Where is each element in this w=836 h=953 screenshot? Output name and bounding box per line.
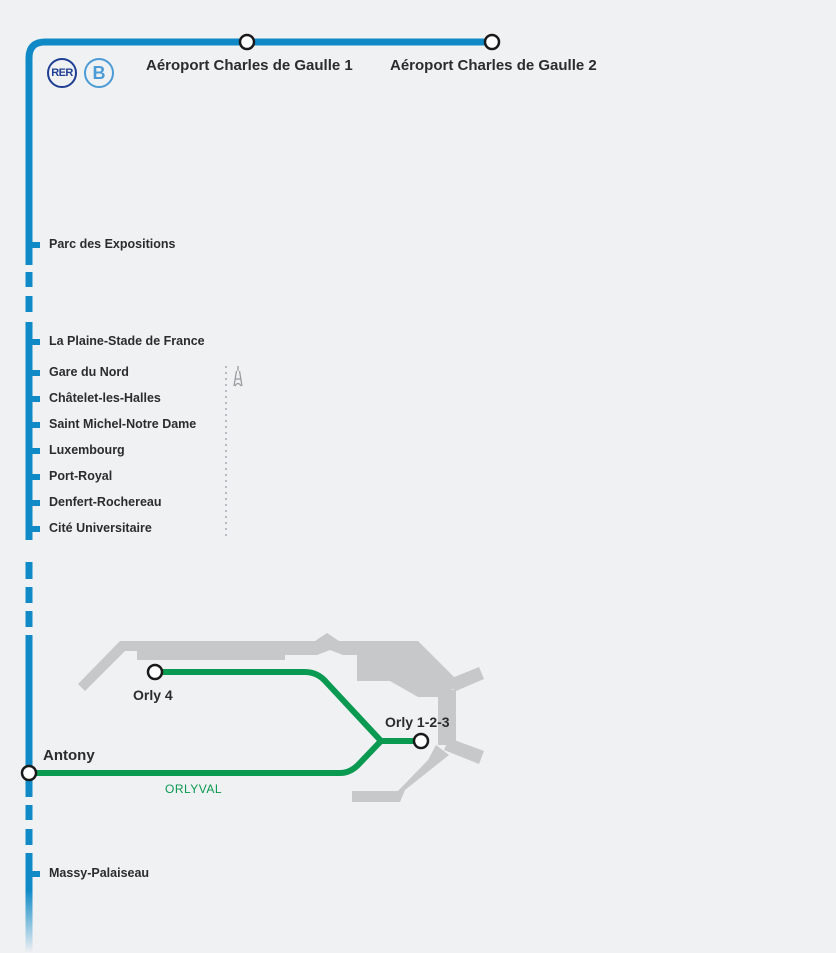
orly123-marker (412, 732, 430, 750)
antony-label: Antony (43, 747, 95, 764)
cdg2-marker (483, 33, 501, 51)
antony-marker (20, 764, 38, 782)
station-label: Luxembourg (49, 443, 125, 457)
station-label: Parc des Expositions (49, 237, 176, 251)
station-ticks (29, 242, 40, 877)
rer-network-badge: RER (47, 58, 77, 88)
orly123-label: Orly 1-2-3 (385, 714, 450, 730)
orlyval-line (29, 738, 421, 776)
orlyval-label: ORLYVAL (165, 782, 223, 796)
terminal-label-cdg2: Aéroport Charles de Gaulle 2 (390, 57, 597, 74)
orly-airport-map (78, 633, 484, 802)
orlyval-branch-orly4 (155, 669, 384, 744)
station-label: Denfert-Rochereau (49, 495, 162, 509)
station-label: Saint Michel-Notre Dame (49, 417, 197, 431)
station-label-massy: Massy-Palaiseau (49, 866, 150, 880)
line-b-badge: B (84, 58, 114, 88)
terminus-markers (20, 33, 501, 782)
station-label: Gare du Nord (49, 365, 129, 379)
orly4-marker (146, 663, 164, 681)
station-label: Châtelet-les-Halles (49, 391, 161, 405)
terminal-label-cdg1: Aéroport Charles de Gaulle 1 (146, 57, 353, 74)
eiffel-tower-icon (233, 366, 243, 387)
cdg1-marker (238, 33, 256, 51)
rer-b-line-top (25, 38, 492, 265)
station-label: La Plaine-Stade de France (49, 334, 205, 348)
rer-b-line-fade (25, 890, 33, 953)
station-label: Port-Royal (49, 469, 113, 483)
station-label: Cité Universitaire (49, 521, 152, 535)
orly4-label: Orly 4 (133, 687, 173, 703)
